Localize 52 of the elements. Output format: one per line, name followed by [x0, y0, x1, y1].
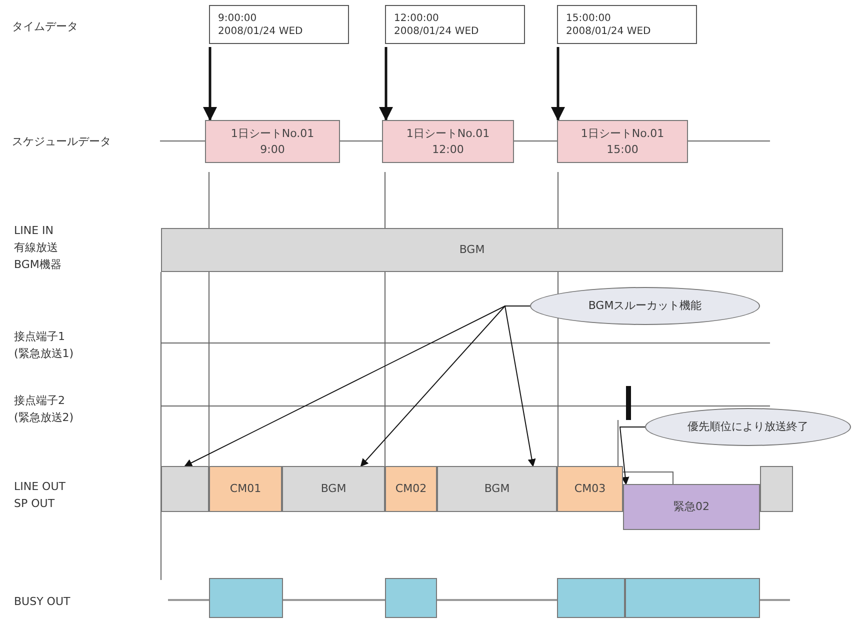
row-label: BUSY OUT	[14, 594, 72, 610]
segment-label: CM02	[395, 480, 427, 497]
row-label: タイムデータ	[12, 19, 79, 35]
segment-label: BGM	[320, 480, 346, 497]
arrow	[379, 47, 393, 121]
schedule-text: 1日シートNo.01	[580, 126, 664, 142]
callout-text: BGMスルーカット機能	[588, 298, 702, 314]
segment-label: BGM	[459, 242, 485, 258]
schedule-text: 1日シートNo.01	[406, 126, 490, 142]
busy-block	[209, 578, 283, 618]
busy-block	[625, 578, 760, 618]
time-text: 2008/01/24 WED	[566, 24, 651, 38]
row-label: スケジュールデータ	[12, 134, 112, 150]
segment-label: 緊急02	[674, 498, 710, 515]
callout-text: 優先順位により放送終了	[688, 418, 808, 435]
time-data-box	[209, 5, 349, 44]
time-text: 12:00:00	[394, 12, 439, 24]
busy-block	[557, 578, 625, 618]
bgm-segment	[282, 466, 385, 512]
bgm-segment	[437, 466, 557, 512]
schedule-box	[205, 120, 340, 163]
idle-segment	[161, 466, 209, 512]
cm-segment	[385, 466, 437, 512]
row-label: LINE IN 有線放送 BGM機器	[14, 223, 62, 273]
row-label: 接点端子1 (緊急放送1)	[14, 329, 75, 362]
emergency-segment	[623, 484, 760, 530]
arrow	[551, 47, 565, 121]
time-text: 2008/01/24 WED	[218, 24, 303, 38]
arrow	[203, 47, 217, 121]
time-text: 2008/01/24 WED	[394, 24, 479, 38]
time-text: 15:00:00	[566, 12, 611, 24]
arrow	[619, 426, 646, 485]
segment-label: BGM	[484, 480, 510, 497]
segment-label: CM01	[230, 480, 262, 497]
time-data-box	[385, 5, 525, 44]
schedule-text: 15:00	[606, 142, 638, 158]
idle-segment	[760, 466, 793, 512]
row-label: LINE OUT SP OUT	[14, 479, 66, 512]
time-data-box	[557, 5, 697, 44]
segment-label: CM03	[574, 480, 606, 497]
schedule-box	[557, 120, 688, 163]
schedule-box	[382, 120, 514, 163]
busy-block	[385, 578, 437, 618]
cm-segment	[557, 466, 623, 512]
schedule-text: 1日シートNo.01	[230, 126, 314, 142]
bgm-input-bar	[161, 228, 783, 272]
row-label: 接点端子2 (緊急放送2)	[14, 393, 75, 426]
schedule-text: 9:00	[260, 142, 285, 158]
schedule-text: 12:00	[432, 142, 464, 158]
cm-segment	[209, 466, 282, 512]
time-text: 9:00:00	[218, 12, 257, 24]
arrow	[504, 306, 536, 467]
